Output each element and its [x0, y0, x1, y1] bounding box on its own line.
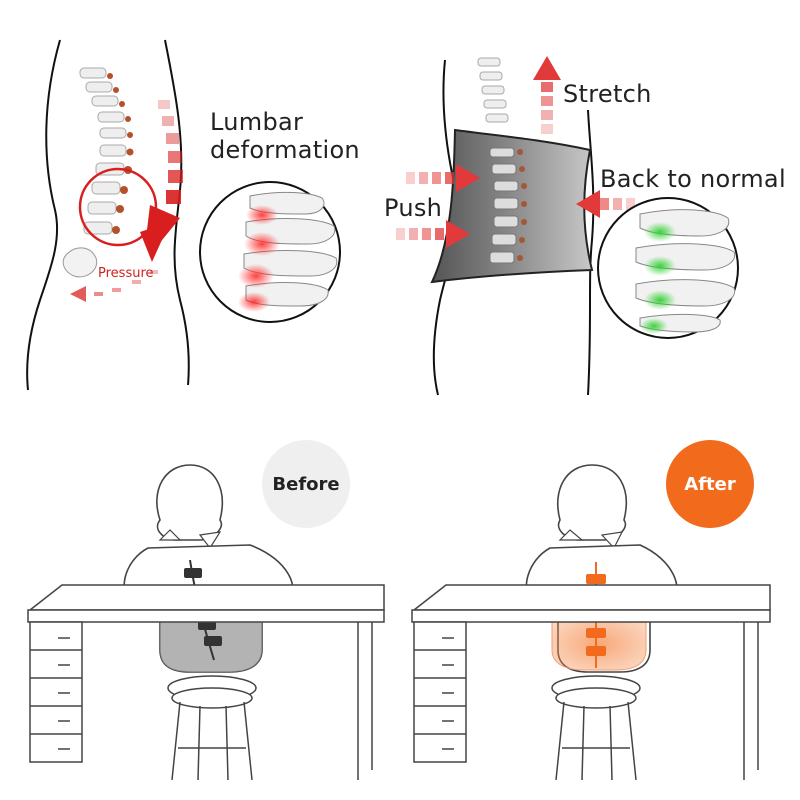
- person-head-after: [556, 464, 628, 541]
- lumbar-support-belt-orange: [551, 617, 647, 671]
- pressure-return-arrow: [70, 270, 158, 302]
- desk-right: [411, 584, 771, 780]
- lumbar-deformation-title-line1: Lumbar: [210, 108, 304, 136]
- desk-left: [27, 584, 385, 780]
- stretch-arrow: [533, 56, 561, 134]
- before-posture-panel: [27, 464, 385, 781]
- spine-inside-belt: [489, 147, 519, 264]
- pressure-label: Pressure: [98, 266, 154, 281]
- stool-left: [167, 675, 257, 781]
- deformed-spine: [62, 67, 134, 278]
- lumbar-deformation-panel: [26, 39, 341, 391]
- before-badge: Before: [262, 440, 350, 528]
- upper-spine: [477, 57, 509, 123]
- stool-right: [551, 675, 641, 781]
- push-arrow-upper: [406, 164, 480, 192]
- body-outline-front-2: [587, 109, 595, 396]
- pressure-focus-circle: [78, 167, 158, 247]
- magnified-vertebrae-red: [199, 181, 341, 323]
- spine-discs: [517, 149, 527, 261]
- before-badge-text: Before: [272, 473, 340, 495]
- after-posture-panel: [411, 464, 771, 781]
- person-head: [156, 464, 224, 541]
- push-arrow-lower: [396, 220, 470, 248]
- push-label: Push: [384, 194, 443, 222]
- magnified-vertebrae-green: [597, 197, 739, 339]
- body-outline-back: [26, 39, 61, 391]
- lumbar-support-panel: [396, 56, 739, 396]
- after-badge: After: [666, 440, 754, 528]
- pressure-arrow: [140, 100, 183, 262]
- push-arrow-right: [576, 190, 635, 218]
- back-to-normal-label: Back to normal: [600, 165, 786, 193]
- body-outline-front: [164, 39, 190, 386]
- lumbar-deformation-title-line2: deformation: [210, 136, 360, 164]
- stretch-label: Stretch: [563, 80, 652, 108]
- after-badge-text: After: [684, 473, 736, 495]
